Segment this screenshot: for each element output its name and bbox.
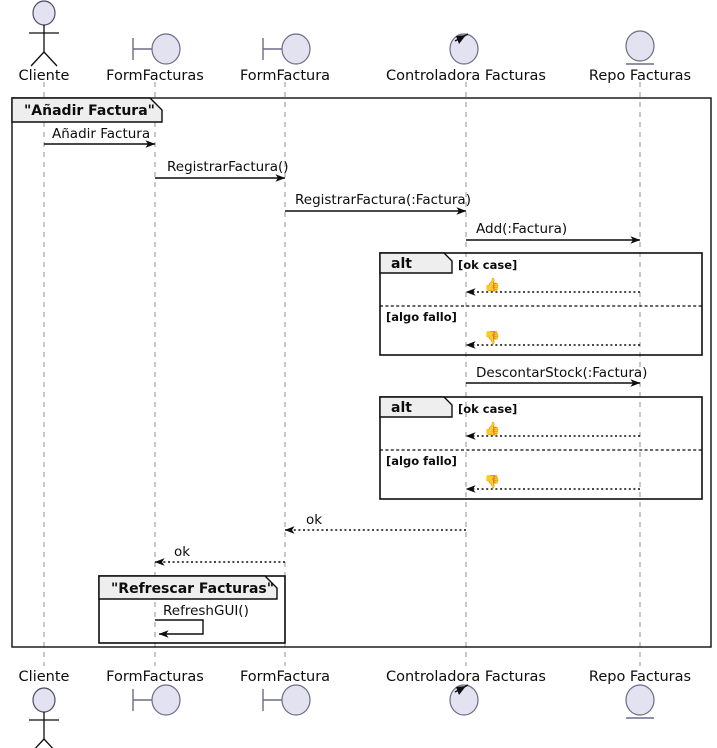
message-return-ok-formfactura[interactable]: ok — [154, 544, 285, 566]
message-label: Add(:Factura) — [476, 221, 567, 237]
frame-tab — [98, 575, 278, 600]
participant-label: FormFactura — [240, 669, 330, 685]
message-return-fail-thumbsdown-1[interactable]: 👎 — [465, 330, 640, 349]
boundary-icon — [132, 684, 181, 716]
boundary-icon — [262, 33, 311, 65]
frame-label: alt — [391, 400, 412, 416]
participant-repo-top[interactable]: Repo Facturas — [589, 30, 691, 84]
frame-border — [11, 97, 712, 648]
message-return-fail-thumbsdown-2[interactable]: 👎 — [465, 474, 640, 493]
participant-cliente-bottom[interactable]: Cliente — [19, 669, 70, 748]
thumbs-up-icon: 👍 — [484, 421, 500, 437]
boundary-icon — [132, 33, 181, 65]
message-label: DescontarStock(:Factura) — [476, 365, 647, 381]
participant-repo-bottom[interactable]: Repo Facturas — [589, 669, 691, 719]
alt-guard-ok: [ok case] — [458, 402, 517, 416]
frame-label: alt — [391, 256, 412, 272]
participant-formfactura-top[interactable]: FormFactura — [240, 33, 330, 84]
participant-label: FormFacturas — [106, 68, 204, 84]
message-add-factura[interactable]: Add(:Factura) — [466, 221, 641, 244]
message-return-ok-thumbsup-2[interactable]: 👍 — [465, 421, 640, 440]
alt-guard-ok: [ok case] — [458, 258, 517, 272]
participant-label: Cliente — [19, 68, 70, 84]
participant-formfactura-bottom[interactable]: FormFactura — [240, 669, 330, 716]
frame-border — [379, 252, 703, 356]
message-label: RegistrarFactura() — [167, 159, 289, 175]
message-registrarfactura[interactable]: RegistrarFactura() — [155, 159, 289, 182]
frame-tab — [11, 97, 163, 123]
participant-formfacturas-bottom[interactable]: FormFacturas — [106, 669, 204, 716]
message-return-ok-thumbsup-1[interactable]: 👍 — [465, 277, 640, 296]
actor-stick-figure-icon — [29, 0, 59, 67]
self-message-refreshgui[interactable]: RefreshGUI() — [155, 603, 249, 638]
frame-alt-2[interactable]: alt [ok case] [algo fallo] 👍 👎 — [379, 396, 703, 500]
alt-guard-fail: [algo fallo] — [386, 310, 457, 324]
message-label: ok — [306, 512, 322, 528]
messages-group: Añadir Factura RegistrarFactura() Regist… — [44, 126, 647, 566]
participant-label: Controladora Facturas — [386, 68, 546, 84]
participant-label: Repo Facturas — [589, 68, 691, 84]
participant-controladora-bottom[interactable]: Controladora Facturas — [386, 669, 546, 716]
frame-tab — [379, 252, 453, 274]
frame-anadir-factura[interactable]: "Añadir Factura" — [11, 97, 712, 648]
message-label: Añadir Factura — [52, 126, 150, 142]
participant-cliente-top[interactable]: Cliente — [19, 0, 70, 84]
frame-alt-1[interactable]: alt [ok case] [algo fallo] 👍 👎 — [379, 252, 703, 356]
frame-label: "Refrescar Facturas" — [111, 581, 274, 597]
participant-controladora-top[interactable]: Controladora Facturas — [386, 33, 546, 84]
thumbs-down-icon: 👎 — [484, 330, 500, 346]
participant-label: Cliente — [19, 669, 70, 685]
message-registrarfactura-factura[interactable]: RegistrarFactura(:Factura) — [285, 192, 471, 215]
entity-icon — [625, 30, 655, 65]
message-anadir-factura[interactable]: Añadir Factura — [44, 126, 156, 148]
participant-label: Repo Facturas — [589, 669, 691, 685]
message-descontarstock[interactable]: DescontarStock(:Factura) — [466, 365, 647, 387]
lifelines-group — [43, 82, 641, 666]
control-icon — [449, 684, 479, 716]
frame-tab — [379, 396, 453, 418]
participants-top: Cliente FormFacturas FormFactura — [19, 0, 691, 84]
thumbs-up-icon: 👍 — [484, 277, 500, 293]
actor-body — [29, 712, 59, 748]
control-icon — [449, 33, 479, 65]
frame-label: "Añadir Factura" — [24, 103, 155, 119]
self-message-arrow — [155, 619, 204, 638]
boundary-icon — [262, 684, 311, 716]
self-message-label: RefreshGUI() — [163, 603, 249, 619]
participant-label: FormFactura — [240, 68, 330, 84]
frame-refrescar-facturas[interactable]: "Refrescar Facturas" RefreshGUI() — [98, 575, 286, 644]
message-label: ok — [174, 544, 190, 560]
frame-border — [379, 396, 703, 500]
participant-label: FormFacturas — [106, 669, 204, 685]
participants-bottom: Cliente FormFacturas — [19, 669, 691, 748]
entity-icon — [625, 684, 655, 719]
participant-label: Controladora Facturas — [386, 669, 546, 685]
thumbs-down-icon: 👎 — [484, 474, 500, 490]
alt-guard-fail: [algo fallo] — [386, 454, 457, 468]
actor-stick-figure-icon — [32, 687, 56, 713]
message-return-ok-controladora[interactable]: ok — [284, 512, 466, 534]
message-label: RegistrarFactura(:Factura) — [295, 192, 471, 208]
participant-formfacturas-top[interactable]: FormFacturas — [106, 33, 204, 84]
